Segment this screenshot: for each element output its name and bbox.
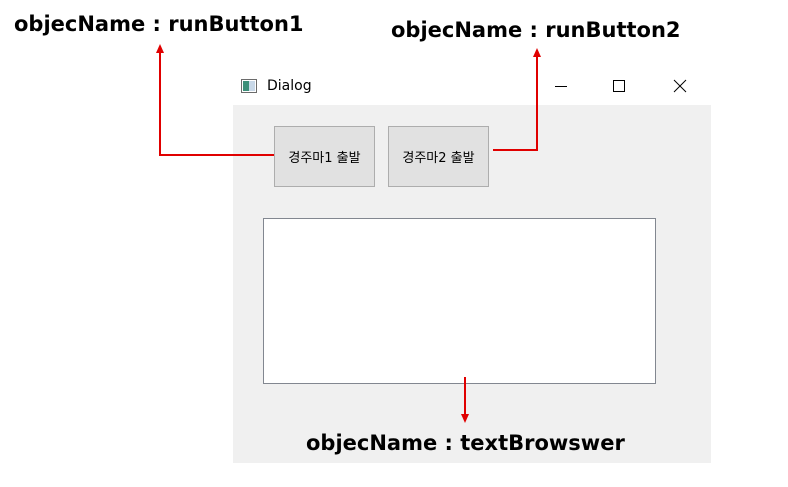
maximize-button[interactable] [596,70,642,102]
maximize-icon [613,80,625,92]
annotation-run-button-2: objecName : runButton2 [391,18,681,42]
minimize-icon [555,86,567,87]
annotation-text-browser: objecName : textBrowswer [306,431,625,455]
close-button[interactable] [657,70,703,102]
title-bar[interactable]: Dialog [233,70,711,105]
run-button-1[interactable]: 경주마1 출발 [274,126,375,187]
minimize-button[interactable] [538,70,584,102]
dialog-window: Dialog 경주마1 출발 경주마2 출발 [233,70,711,463]
text-browser[interactable] [263,218,656,384]
annotation-run-button-1: objecName : runButton1 [14,12,304,36]
qt-window-icon [241,78,257,93]
window-title: Dialog [267,78,312,94]
run-button-2[interactable]: 경주마2 출발 [388,126,489,187]
arrowhead-run-button-2 [533,48,541,57]
arrowhead-run-button-1 [156,44,164,53]
close-icon [673,79,687,93]
